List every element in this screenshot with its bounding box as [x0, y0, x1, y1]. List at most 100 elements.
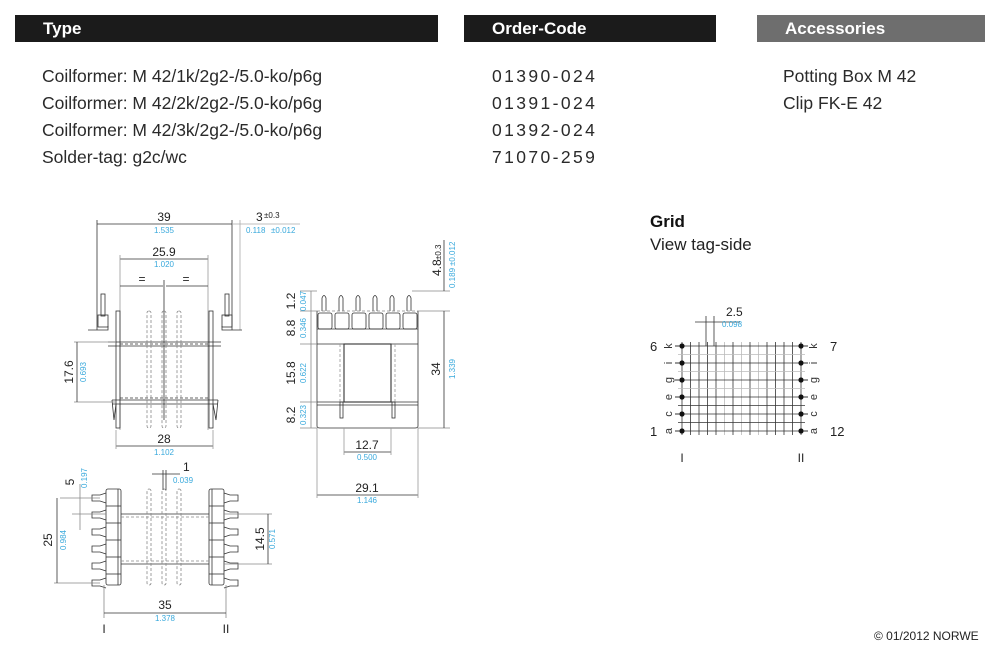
- type-item: Coilformer: M 42/1k/2g2-/5.0-ko/p6g: [42, 66, 323, 86]
- dim-1-2: 1.2: [284, 292, 298, 309]
- pin-dot: [798, 428, 804, 434]
- row-label-left: I: [102, 622, 105, 636]
- grid-row-letter: i: [808, 362, 820, 364]
- pin-dot: [679, 428, 685, 434]
- dim-14-5-inch: 0.571: [268, 528, 277, 549]
- grid-row-letter: g: [663, 377, 675, 383]
- pin-dot: [679, 343, 685, 349]
- dim-34-inch: 1.339: [448, 358, 457, 379]
- grid-row-letter: c: [663, 411, 675, 417]
- dim-8-2: 8.2: [284, 406, 298, 423]
- dim-25-9: 25.9: [152, 245, 176, 259]
- dim-39-inch: 1.535: [154, 226, 175, 235]
- grid-pitch: 2.5: [726, 305, 743, 319]
- order-code: 01391-024: [492, 93, 598, 113]
- pin-dot: [798, 377, 804, 383]
- type-item: Solder-tag: g2c/wc: [42, 147, 187, 167]
- dim-3: 3: [256, 210, 263, 224]
- dim-3-inch: 0.118: [246, 226, 266, 235]
- order-code: 01390-024: [492, 66, 598, 86]
- type-item: Coilformer: M 42/2k/2g2-/5.0-ko/p6g: [42, 93, 323, 113]
- dim-14-5: 14.5: [253, 527, 267, 551]
- type-item: Coilformer: M 42/3k/2g2-/5.0-ko/p6g: [42, 120, 323, 140]
- dim-25-9-inch: 1.020: [154, 260, 175, 269]
- grid-row-left: I: [680, 451, 683, 465]
- dim-3-tol: ±0.3: [264, 211, 280, 220]
- grid-row-letter: g: [808, 377, 820, 383]
- dim-15-8-inch: 0.622: [299, 362, 308, 383]
- dim-35: 35: [158, 598, 172, 612]
- grid-number-7: 7: [830, 339, 837, 354]
- grid-row-letter: a: [808, 427, 820, 434]
- order-code-list: 01390-024 01391-024 01392-024 71070-259: [492, 63, 597, 171]
- dim-17-6-inch: 0.693: [79, 361, 88, 382]
- grid-subtitle: View tag-side: [650, 235, 752, 254]
- grid-row-letter: e: [663, 394, 675, 400]
- dim-5: 5: [63, 478, 77, 485]
- dim-5-inch: 0.197: [80, 467, 89, 488]
- dim-8-8-inch: 0.346: [299, 317, 308, 338]
- dim-12-7: 12.7: [355, 438, 379, 452]
- grid-row-letter: a: [663, 427, 675, 434]
- row-label-right: II: [223, 622, 230, 636]
- pin-dot: [798, 411, 804, 417]
- accessory-item: Clip FK-E 42: [783, 93, 883, 113]
- order-code: 01392-024: [492, 120, 598, 140]
- pin-dot: [679, 360, 685, 366]
- dim-8-2-inch: 0.323: [299, 404, 308, 425]
- dim-29-1: 29.1: [355, 481, 379, 495]
- dim-4-8-tol: ±0.3: [434, 244, 443, 260]
- order-code-header: Order-Code: [464, 15, 716, 42]
- grid-title: Grid: [650, 212, 685, 231]
- grid-row-right: II: [798, 451, 805, 465]
- dim-17-6: 17.6: [62, 360, 76, 384]
- dim-1-inch: 0.039: [173, 476, 194, 485]
- dim-4-8-inch: 0.189: [448, 267, 457, 288]
- copyright: © 01/2012 NORWE: [874, 629, 979, 643]
- dim-8-8: 8.8: [284, 319, 298, 336]
- grid-number-1: 1: [650, 424, 657, 439]
- pin-dot: [798, 394, 804, 400]
- dim-3-inch-tol: ±0.012: [271, 226, 296, 235]
- dim-35-inch: 1.378: [155, 614, 176, 623]
- dim-1: 1: [183, 460, 190, 474]
- equal-mark: =: [138, 272, 145, 286]
- front-view: [74, 220, 300, 449]
- pin-dot: [679, 377, 685, 383]
- dim-4-8: 4.8: [430, 259, 444, 276]
- grid-row-letter: i: [663, 362, 675, 364]
- dim-12-7-inch: 0.500: [357, 453, 378, 462]
- pin-dot: [798, 360, 804, 366]
- grid-number-6: 6: [650, 339, 657, 354]
- grid-row-letter: k: [808, 343, 820, 349]
- dim-28-inch: 1.102: [154, 448, 175, 457]
- grid-number-12: 12: [830, 424, 844, 439]
- grid-row-letter: k: [663, 343, 675, 349]
- accessories-header: Accessories: [757, 15, 985, 42]
- accessory-item: Potting Box M 42: [783, 66, 917, 86]
- type-header: Type: [15, 15, 438, 42]
- bottom-view: [54, 470, 272, 618]
- accessories-list: Potting Box M 42 Clip FK-E 42: [783, 63, 916, 117]
- pin-grid: [678, 316, 805, 435]
- side-view: [300, 240, 450, 498]
- grid-row-letter: e: [808, 394, 820, 400]
- pin-dot: [679, 394, 685, 400]
- dim-39: 39: [157, 210, 171, 224]
- dim-29-1-inch: 1.146: [357, 496, 378, 505]
- pin-dot: [798, 343, 804, 349]
- dim-4-8-inch-tol: ±0.012: [448, 241, 457, 266]
- grid-pitch-inch: 0.098: [722, 320, 743, 329]
- dim-15-8: 15.8: [284, 361, 298, 385]
- dim-25-inch: 0.984: [59, 529, 68, 550]
- order-code: 71070-259: [492, 147, 598, 167]
- dim-25: 25: [41, 533, 55, 547]
- dim-34: 34: [429, 362, 443, 376]
- dim-28: 28: [157, 432, 171, 446]
- grid-row-letter: c: [808, 411, 820, 417]
- type-list: Coilformer: M 42/1k/2g2-/5.0-ko/p6g Coil…: [42, 63, 322, 171]
- dim-1-2-inch: 0.047: [299, 290, 308, 311]
- pin-dot: [679, 411, 685, 417]
- equal-mark: =: [182, 272, 189, 286]
